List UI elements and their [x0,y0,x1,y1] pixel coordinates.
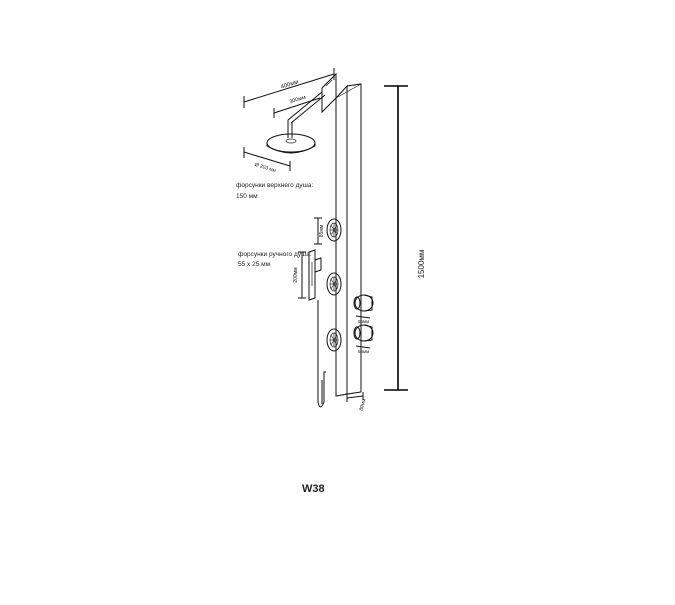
dim-knob-upper: 55мм [355,315,371,324]
note-top-line2: 150 мм [236,193,258,200]
dim-handshower-label: 200мм [293,267,299,283]
dim-knob-upper-label: 55мм [358,319,369,324]
note-hand-line1: форсунки ручного душа: [238,251,312,258]
dim-arm-total-label: 400мм [280,80,299,91]
body-jet-middle [326,272,342,296]
model-label: W38 [302,483,325,495]
dim-arm-inner: 300мм [273,95,321,118]
shower-hose [317,300,326,408]
dim-panel-depth: 80мм [346,392,368,412]
note-hand-line2: 55 х 25 мм [238,261,271,268]
dim-panel-height-label: 1500мм [417,250,426,279]
shower-head [266,133,316,154]
dim-knob-lower: 55мм [355,345,371,354]
body-jet-top [326,218,342,242]
dim-jet-size: 85мм [314,217,325,245]
hand-shower [308,249,322,301]
dim-jet-size-label: 85мм [319,224,325,237]
mixer-knob-upper [353,294,374,312]
dim-head-diameter-label: Ø 203 мм [254,162,277,174]
mixer-knob-lower [353,324,374,342]
dim-handshower: 200мм [293,251,306,299]
dim-knob-lower-label: 55мм [358,349,369,354]
dim-arm-inner-label: 300мм [289,95,307,106]
dim-panel-depth-label: 80мм [359,397,368,411]
dim-panel-height: 1500мм [384,85,426,391]
body-jet-bottom [326,328,342,352]
dim-arm-total: 400мм [243,68,335,108]
note-top-line1: форсунки верхнего душа: [236,182,313,189]
